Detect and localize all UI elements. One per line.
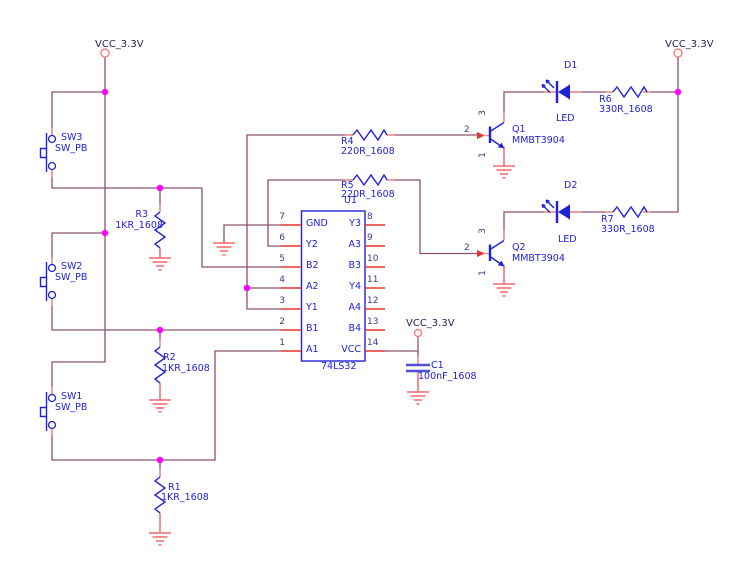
switch-sw1-symbol[interactable] [39, 392, 57, 431]
part-d2: LED [558, 234, 577, 245]
ref-r2: R2 [163, 352, 176, 363]
u1-pin5-name: B2 [306, 260, 319, 271]
q2-pin-emitter-number: 1 [477, 270, 488, 276]
led-d1-symbol[interactable] [541, 79, 570, 103]
u1-pin7-name: GND [306, 218, 328, 229]
ref-r4: R4 [341, 136, 354, 147]
ground-symbol-c1[interactable] [407, 371, 429, 405]
u1-pin1-number: 1 [279, 338, 285, 348]
power-port-vcc-mid[interactable] [413, 328, 423, 338]
ref-q2: Q2 [512, 242, 526, 253]
ground-symbol-r2[interactable] [149, 383, 171, 413]
u1-pin4-number: 4 [279, 275, 285, 285]
q1-pin-collector-number: 3 [477, 110, 488, 116]
ref-r6: R6 [599, 94, 612, 105]
net-label-vcc-mid: VCC_3.3V [406, 318, 455, 329]
u1-pin13-name: B4 [348, 323, 361, 334]
resistor-r3-symbol[interactable] [153, 211, 167, 249]
part-q2: MMBT3904 [512, 253, 565, 264]
ground-symbol-q2[interactable] [493, 265, 515, 297]
resistor-r5-symbol[interactable] [352, 173, 388, 187]
ref-q1: Q1 [512, 124, 526, 135]
u1-pin12-number: 12 [367, 296, 379, 306]
resistor-r2-symbol[interactable] [153, 346, 167, 384]
resistor-r1-symbol[interactable] [153, 476, 167, 514]
value-r4: 220R_1608 [341, 146, 395, 157]
u1-pin10-number: 10 [367, 254, 379, 264]
ic-u1-symbol[interactable] [281, 210, 385, 362]
u1-pin14-number: 14 [367, 338, 379, 348]
net-label-vcc-right: VCC_3.3V [665, 39, 714, 50]
value-r7: 330R_1608 [601, 224, 655, 235]
u1-pin3-number: 3 [279, 296, 285, 306]
u1-pin2-name: B1 [306, 323, 319, 334]
u1-pin6-number: 6 [279, 233, 285, 243]
ref-d1: D1 [564, 60, 578, 71]
u1-pin11-number: 11 [367, 275, 379, 285]
u1-pin12-name: A4 [348, 302, 361, 313]
ref-r3: R3 [135, 209, 148, 220]
q2-pin-base-number: 2 [464, 243, 470, 253]
u1-pin9-number: 9 [367, 233, 373, 243]
capacitor-c1-symbol[interactable] [406, 363, 430, 373]
resistor-r6-symbol[interactable] [612, 85, 648, 99]
u1-pin14-name: VCC [341, 344, 361, 355]
part-sw2: SW_PB [55, 272, 88, 283]
u1-pin6-name: Y2 [306, 239, 318, 250]
part-q1: MMBT3904 [512, 135, 565, 146]
ref-c1: C1 [431, 360, 444, 371]
switch-sw2-symbol[interactable] [39, 262, 57, 301]
resistor-r4-symbol[interactable] [352, 128, 388, 142]
transistor-q2-symbol[interactable] [477, 239, 505, 267]
value-c1: 100nF_1608 [418, 371, 477, 382]
u1-pin13-number: 13 [367, 317, 379, 327]
value-r3: 1KR_1608 [115, 220, 163, 231]
ref-sw1: SW1 [61, 391, 83, 402]
ref-sw3: SW3 [61, 132, 83, 143]
power-port-vcc-left[interactable] [100, 48, 110, 58]
ref-u1: U1 [344, 195, 357, 206]
u1-pin2-number: 2 [279, 317, 285, 327]
u1-pin7-number: 7 [279, 212, 285, 222]
junction-dots [101, 88, 682, 464]
u1-pin1-name: A1 [306, 344, 319, 355]
part-sw1: SW_PB [55, 402, 88, 413]
part-u1: 74LS32 [321, 361, 357, 372]
u1-pin5-number: 5 [279, 254, 285, 264]
ref-r5: R5 [341, 180, 354, 191]
u1-pin11-name: Y4 [349, 281, 361, 292]
ref-sw2: SW2 [61, 261, 83, 272]
q1-pin-emitter-number: 1 [477, 152, 488, 158]
ref-r1: R1 [168, 482, 181, 493]
resistor-r7-symbol[interactable] [612, 205, 648, 219]
q1-pin-base-number: 2 [464, 125, 470, 135]
value-r6: 330R_1608 [599, 104, 653, 115]
part-d1: LED [556, 113, 575, 124]
power-port-vcc-right[interactable] [673, 48, 683, 58]
transistor-q1-symbol[interactable] [477, 121, 505, 149]
switch-sw3-symbol[interactable] [39, 133, 57, 172]
u1-pin8-number: 8 [367, 212, 373, 222]
net-label-vcc-left: VCC_3.3V [95, 39, 144, 50]
value-r1: 1KR_1608 [161, 492, 209, 503]
u1-pin3-name: Y1 [306, 302, 318, 313]
value-r5: 220R_1608 [341, 189, 395, 200]
ref-d2: D2 [564, 180, 578, 191]
u1-pin9-name: A3 [348, 239, 361, 250]
ground-symbol-ic-gnd[interactable] [213, 242, 235, 256]
u1-pin8-name: Y3 [349, 218, 361, 229]
ground-symbol-q1[interactable] [493, 147, 515, 179]
ground-symbol-r3[interactable] [149, 248, 171, 271]
part-sw3: SW_PB [55, 143, 88, 154]
ref-r7: R7 [601, 214, 614, 225]
ground-symbol-r1[interactable] [149, 513, 171, 546]
u1-pin10-name: B3 [348, 260, 361, 271]
u1-pin4-name: A2 [306, 281, 319, 292]
led-d2-symbol[interactable] [541, 199, 570, 223]
value-r2: 1KR_1608 [162, 363, 210, 374]
q2-pin-collector-number: 3 [477, 228, 488, 234]
